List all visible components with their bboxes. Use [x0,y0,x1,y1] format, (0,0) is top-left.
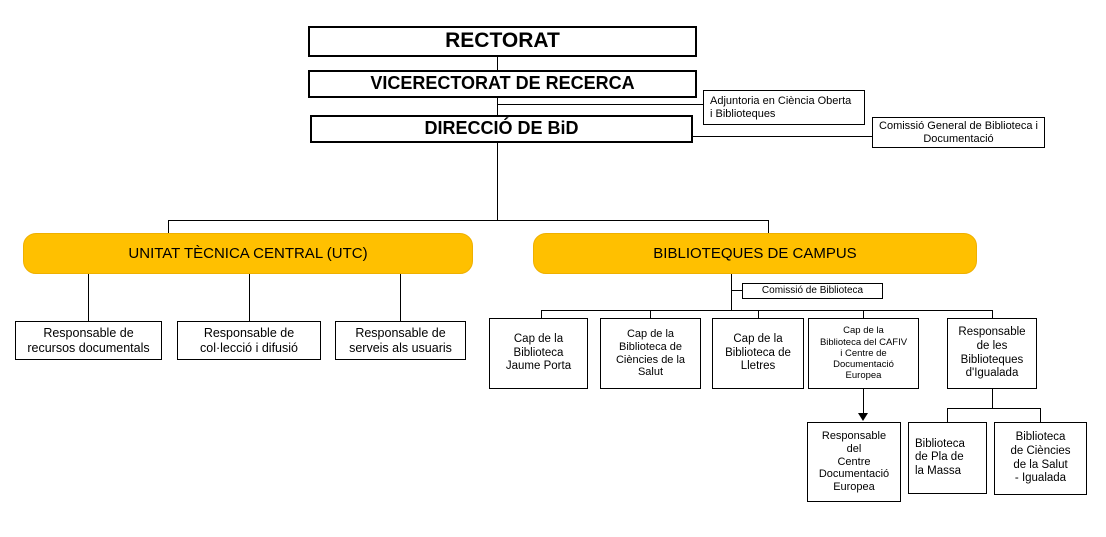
node-responsable-serveis-usuaris: Responsable de serveis als usuaris [335,321,466,360]
node-responsable-biblioteques-igualada: Responsable de les Biblioteques d'Iguala… [947,318,1037,389]
node-biblioteca-pla-de-la-massa: Biblioteca de Pla de la Massa [908,422,987,494]
connector-line [947,408,948,422]
connector-line [541,310,992,311]
down-arrow-icon [858,413,868,421]
node-cap-biblioteca-cafiv: Cap de la Biblioteca del CAFIV i Centre … [808,318,919,389]
connector-line [768,220,769,233]
node-adjuntoria-ciencia-oberta: Adjuntoria en Ciència Oberta i Biblioteq… [703,90,865,125]
node-responsable-recursos-documentals: Responsable de recursos documentals [15,321,162,360]
connector-line [758,310,759,318]
connector-line [947,408,1040,409]
node-responsable-centre-documentacio-europea: Responsable del Centre Documentació Euro… [807,422,901,502]
connector-line [650,310,651,318]
node-responsable-colleccio-difusio: Responsable de col·lecció i difusió [177,321,321,360]
connector-line [541,310,542,318]
node-vicerectorat-de-recerca: VICERECTORAT DE RECERCA [308,70,697,98]
connector-line [168,220,169,233]
connector-line [497,143,498,220]
connector-line [731,290,742,291]
node-comissio-general-biblioteca: Comissió General de Biblioteca i Documen… [872,117,1045,148]
connector-line [497,57,498,70]
connector-line [992,310,993,318]
node-direccio-de-bid: DIRECCIÓ DE BiD [310,115,693,143]
node-cap-biblioteca-jaume-porta: Cap de la Biblioteca Jaume Porta [489,318,588,389]
connector-line [863,310,864,318]
connector-line [731,274,732,310]
node-cap-biblioteca-ciencies-salut: Cap de la Biblioteca de Ciències de la S… [600,318,701,389]
node-comissio-de-biblioteca: Comissió de Biblioteca [742,283,883,299]
connector-line [992,389,993,408]
connector-line [693,136,872,137]
node-biblioteques-de-campus: BIBLIOTEQUES DE CAMPUS [533,233,977,274]
connector-line [1040,408,1041,422]
connector-line [497,104,703,105]
connector-line [88,274,89,321]
node-unitat-tecnica-central: UNITAT TÈCNICA CENTRAL (UTC) [23,233,473,274]
connector-line [249,274,250,321]
node-cap-biblioteca-lletres: Cap de la Biblioteca de Lletres [712,318,804,389]
connector-line [168,220,768,221]
node-biblioteca-ciencies-salut-igualada: Biblioteca de Ciències de la Salut - Igu… [994,422,1087,495]
connector-line [497,98,498,115]
connector-line [400,274,401,321]
node-rectorat: RECTORAT [308,26,697,57]
connector-line [863,389,864,414]
